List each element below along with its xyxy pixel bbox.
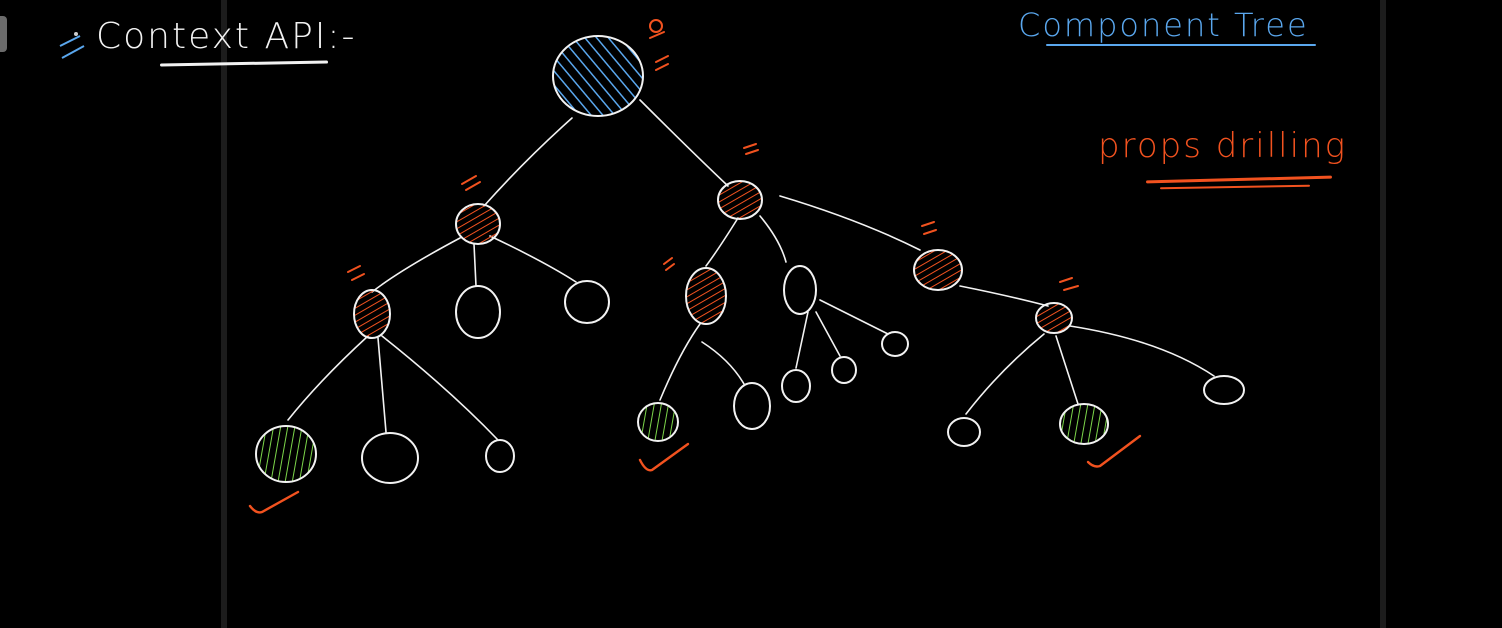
node-n2a — [685, 267, 727, 325]
side-panel-handle[interactable] — [0, 16, 7, 52]
node-n3a2 — [1059, 403, 1109, 445]
node-n1a1 — [255, 425, 317, 483]
node-n3a — [1035, 302, 1073, 334]
node-n1b — [455, 285, 501, 339]
left-panel-divider — [221, 0, 227, 628]
page-title: Context API:- — [96, 16, 357, 57]
node-n1a3 — [485, 439, 515, 473]
prop-marks — [347, 19, 1079, 291]
node-n3a1 — [947, 417, 981, 447]
node-n1 — [455, 203, 501, 245]
node-n1c — [564, 280, 610, 324]
node-n2a1 — [637, 402, 679, 442]
component-tree-heading: Component Tree — [1018, 6, 1309, 44]
pen-icon — [59, 32, 85, 59]
tree-edges — [287, 99, 1215, 441]
node-n2b3 — [881, 331, 909, 357]
checkmark-icon — [248, 490, 300, 514]
checkmark-icon — [638, 442, 690, 472]
props-drilling-note: props drilling — [1098, 126, 1348, 166]
node-n3a3 — [1203, 375, 1245, 405]
tree-nodes — [255, 35, 1245, 484]
checkmark-icons — [248, 434, 1142, 514]
node-n2 — [717, 180, 763, 220]
component-tree-underline — [1046, 44, 1316, 46]
node-n1a2 — [361, 432, 419, 484]
checkmark-icon — [1086, 434, 1142, 468]
node-n2a2 — [733, 382, 771, 430]
root-node — [552, 35, 644, 117]
node-n2b1 — [781, 369, 811, 403]
node-n2b — [783, 265, 817, 315]
node-n2b2 — [831, 356, 857, 384]
node-n3 — [913, 249, 963, 291]
node-n1a — [353, 289, 391, 339]
right-panel-divider — [1380, 0, 1386, 628]
